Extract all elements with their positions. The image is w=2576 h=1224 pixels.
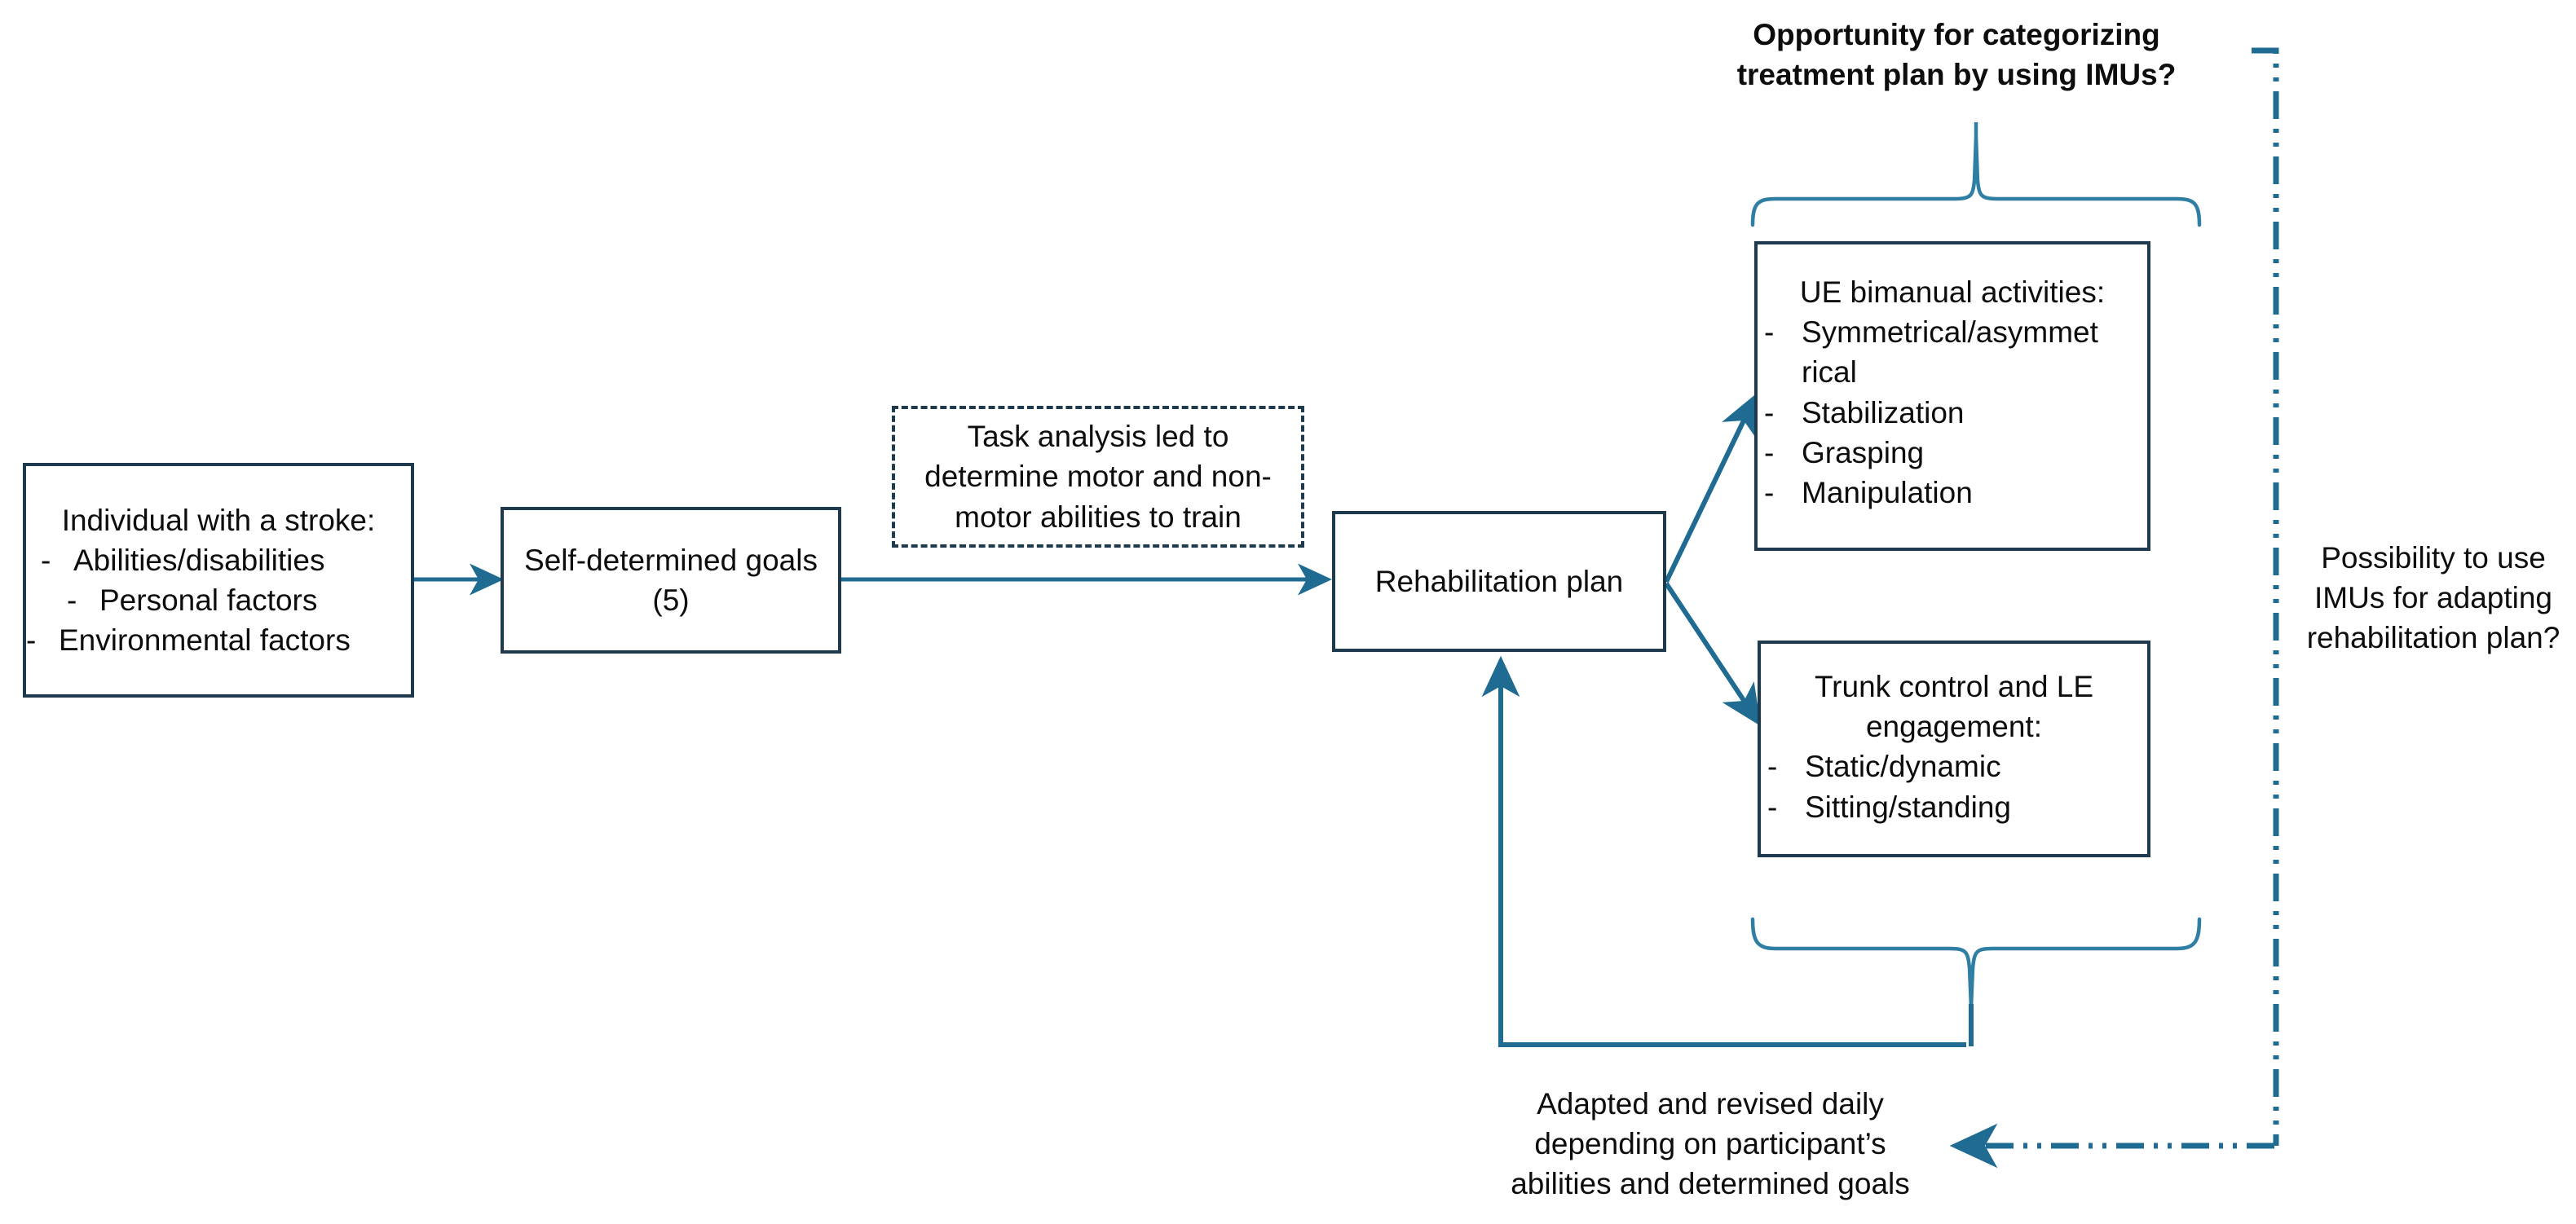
list-item: - Static/dynamic xyxy=(1761,746,2147,786)
list-item: -Abilities/disabilities xyxy=(26,540,411,580)
possibility-question-text: Possibility to use IMUs for adapting reh… xyxy=(2306,541,2561,655)
node-ue-bimanual-activities: UE bimanual activities: - Symmetrical/as… xyxy=(1754,241,2150,551)
bullet-dash: - xyxy=(26,623,37,658)
list-item: - Stabilization xyxy=(1758,393,2147,433)
bottom-brace xyxy=(1750,917,2202,1010)
node-individual-bullet-list: -Abilities/disabilities -Personal factor… xyxy=(26,540,411,661)
bullet-dash: - xyxy=(1767,750,1778,784)
imu-dashdot-bracket xyxy=(2252,47,2279,1146)
node-rehab-plan-title: Rehabilitation plan xyxy=(1374,564,1624,598)
bullet-dash: - xyxy=(67,583,77,617)
node-ue-title: UE bimanual activities: xyxy=(1799,275,2106,309)
bullet-dash: - xyxy=(1764,476,1775,510)
node-goals-title: Self-determined goals (5) xyxy=(524,543,818,617)
bullet-text: Sitting/standing xyxy=(1805,790,2012,824)
list-item: - Grasping xyxy=(1758,433,2147,473)
bullet-dash: - xyxy=(1764,315,1775,350)
node-rehabilitation-plan: Rehabilitation plan xyxy=(1332,511,1666,652)
list-item: -Environmental factors xyxy=(26,620,411,660)
node-individual-with-stroke: Individual with a stroke: -Abilities/dis… xyxy=(23,463,414,698)
arrow-rehab-to-trunk xyxy=(1664,582,1761,727)
bullet-dash: - xyxy=(41,543,51,577)
bullet-text: Symmetrical/asymmet rical xyxy=(1802,315,2098,390)
node-trunk-bullet-list: - Static/dynamic - Sitting/standing xyxy=(1761,746,2147,826)
list-item: -Personal factors xyxy=(26,580,411,620)
node-task-analysis-title: Task analysis led to determine motor and… xyxy=(924,420,1272,534)
opportunity-question-heading: Opportunity for categorizing treatment p… xyxy=(1736,18,2177,92)
feedback-caption-text: Adapted and revised daily depending on p… xyxy=(1511,1087,1910,1201)
list-item: - Manipulation xyxy=(1758,473,2147,513)
bullet-text: Personal factors xyxy=(99,583,318,617)
node-ue-bullet-list: - Symmetrical/asymmet rical - Stabilizat… xyxy=(1758,312,2147,513)
list-item: - Symmetrical/asymmet rical xyxy=(1758,312,2147,392)
bullet-text: Static/dynamic xyxy=(1805,750,2001,784)
bullet-dash: - xyxy=(1767,790,1778,824)
bullet-dash: - xyxy=(1764,435,1775,469)
bullet-text: Manipulation xyxy=(1802,476,1973,510)
node-self-determined-goals: Self-determined goals (5) xyxy=(501,507,841,654)
arrow-rehab-to-ue xyxy=(1664,393,1758,583)
list-item: - Sitting/standing xyxy=(1761,787,2147,827)
bullet-text: Environmental factors xyxy=(59,623,351,658)
top-brace xyxy=(1750,134,2202,227)
bullet-text: Abilities/disabilities xyxy=(73,543,325,577)
node-individual-title: Individual with a stroke: xyxy=(61,503,376,537)
node-trunk-control-le: Trunk control and LE engagement: - Stati… xyxy=(1758,641,2150,857)
bullet-text: Stabilization xyxy=(1802,395,1965,429)
bullet-dash: - xyxy=(1764,395,1775,429)
node-trunk-title: Trunk control and LE engagement: xyxy=(1814,670,2094,744)
node-task-analysis: Task analysis led to determine motor and… xyxy=(892,406,1304,548)
bullet-text: Grasping xyxy=(1802,435,1925,469)
